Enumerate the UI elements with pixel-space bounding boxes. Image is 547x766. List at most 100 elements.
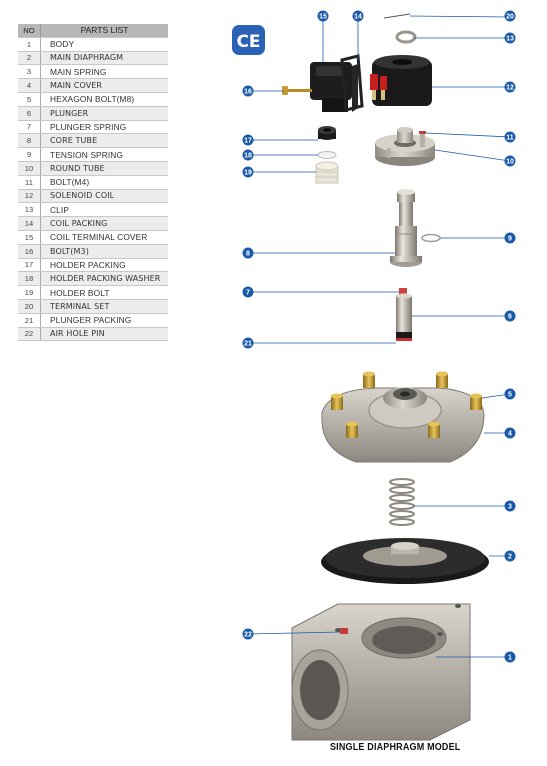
callout-number: 13 xyxy=(506,36,514,43)
callout-circle xyxy=(504,131,516,143)
part-name: COIL PACKING xyxy=(40,216,168,231)
callout-number: 10 xyxy=(506,159,514,166)
callout-number: 15 xyxy=(319,14,327,21)
part-number: 9 xyxy=(18,147,41,162)
part-name: TENSION SPRING xyxy=(40,147,168,162)
ce-mark-text: CE xyxy=(236,32,260,52)
parts-table-header: NO PARTS LIST xyxy=(18,24,168,38)
callout-circle xyxy=(504,651,516,663)
core-tube xyxy=(390,189,422,267)
body xyxy=(291,603,471,741)
callout-circle xyxy=(504,32,516,44)
callout-circle xyxy=(242,337,254,349)
callout-circle xyxy=(504,232,516,244)
callout-number: 14 xyxy=(354,14,362,21)
hexagon-bolts-m8 xyxy=(331,371,482,438)
main-spring xyxy=(389,478,415,526)
callout-circle xyxy=(317,10,329,22)
callout-circle xyxy=(242,166,254,178)
air-hole-pin xyxy=(340,628,348,634)
callout-number: 16 xyxy=(244,89,252,96)
callout-circle xyxy=(242,149,254,161)
part-name: MAIN SPRING xyxy=(40,64,168,80)
part-name: TERMINAL SET xyxy=(40,299,168,314)
part-number: 2 xyxy=(18,51,41,66)
clip xyxy=(395,30,417,44)
holder-packing-washer xyxy=(317,151,337,159)
part-number: 15 xyxy=(18,230,41,245)
callout-number: 2 xyxy=(508,554,512,561)
callout-circle xyxy=(242,628,254,640)
callout-number: 5 xyxy=(508,392,512,399)
callout-number: 22 xyxy=(244,632,252,639)
bolt-m4 xyxy=(387,131,426,158)
part-name: HOLDER PACKING xyxy=(40,258,168,273)
part-name: PLUNGER SPRING xyxy=(40,120,168,135)
plunger xyxy=(396,293,412,332)
part-name: BOLT(M4) xyxy=(40,175,168,190)
part-number: 5 xyxy=(18,92,41,107)
part-name: COIL TERMINAL COVER xyxy=(40,230,168,245)
plunger-spring xyxy=(399,288,407,296)
part-name: PLUNGER xyxy=(40,106,168,121)
callout-circle xyxy=(504,81,516,93)
plunger-packing xyxy=(396,332,412,341)
part-number: 6 xyxy=(18,106,41,121)
callout-number: 9 xyxy=(508,236,512,243)
bolt-m3 xyxy=(282,86,312,95)
callout-circle xyxy=(504,10,516,22)
part-number: 21 xyxy=(18,313,41,328)
coil-terminal-cover xyxy=(310,62,358,112)
part-name: SOLENOID COIL xyxy=(40,189,168,204)
callout-number: 19 xyxy=(244,170,252,177)
callout-number: 21 xyxy=(244,341,252,348)
callout-circle xyxy=(504,310,516,322)
part-number: 14 xyxy=(18,216,41,231)
callout-number: 4 xyxy=(508,431,512,438)
part-number: 4 xyxy=(18,78,41,93)
callout-number: 7 xyxy=(246,290,250,297)
part-number: 8 xyxy=(18,133,41,149)
leader-lines xyxy=(247,15,511,658)
part-name: AIR HOLE PIN xyxy=(40,327,168,342)
part-number: 11 xyxy=(18,175,41,190)
holder-bolt xyxy=(315,161,339,184)
part-name: CLIP xyxy=(40,202,168,218)
callout-circle xyxy=(504,427,516,439)
part-number: 3 xyxy=(18,64,41,80)
callout-number: 1 xyxy=(508,655,512,662)
callout-circle xyxy=(352,10,364,22)
holder-packing xyxy=(318,126,336,140)
callout-circle xyxy=(242,134,254,146)
part-number: 13 xyxy=(18,202,41,218)
diagram-caption: SINGLE DIAPHRAGM MODEL xyxy=(330,742,461,753)
part-name: CORE TUBE xyxy=(40,133,168,149)
callout-circle xyxy=(504,388,516,400)
part-name: BOLT(M3) xyxy=(40,244,168,259)
part-name: HEXAGON BOLT(M8) xyxy=(40,92,168,107)
terminal-set xyxy=(383,13,411,19)
callout-number: 8 xyxy=(246,251,250,258)
part-number: 22 xyxy=(18,327,41,342)
callout-number: 12 xyxy=(506,85,514,92)
part-number: 7 xyxy=(18,120,41,135)
callout-circle xyxy=(242,85,254,97)
main-diaphragm xyxy=(321,538,489,584)
part-number: 17 xyxy=(18,258,41,273)
